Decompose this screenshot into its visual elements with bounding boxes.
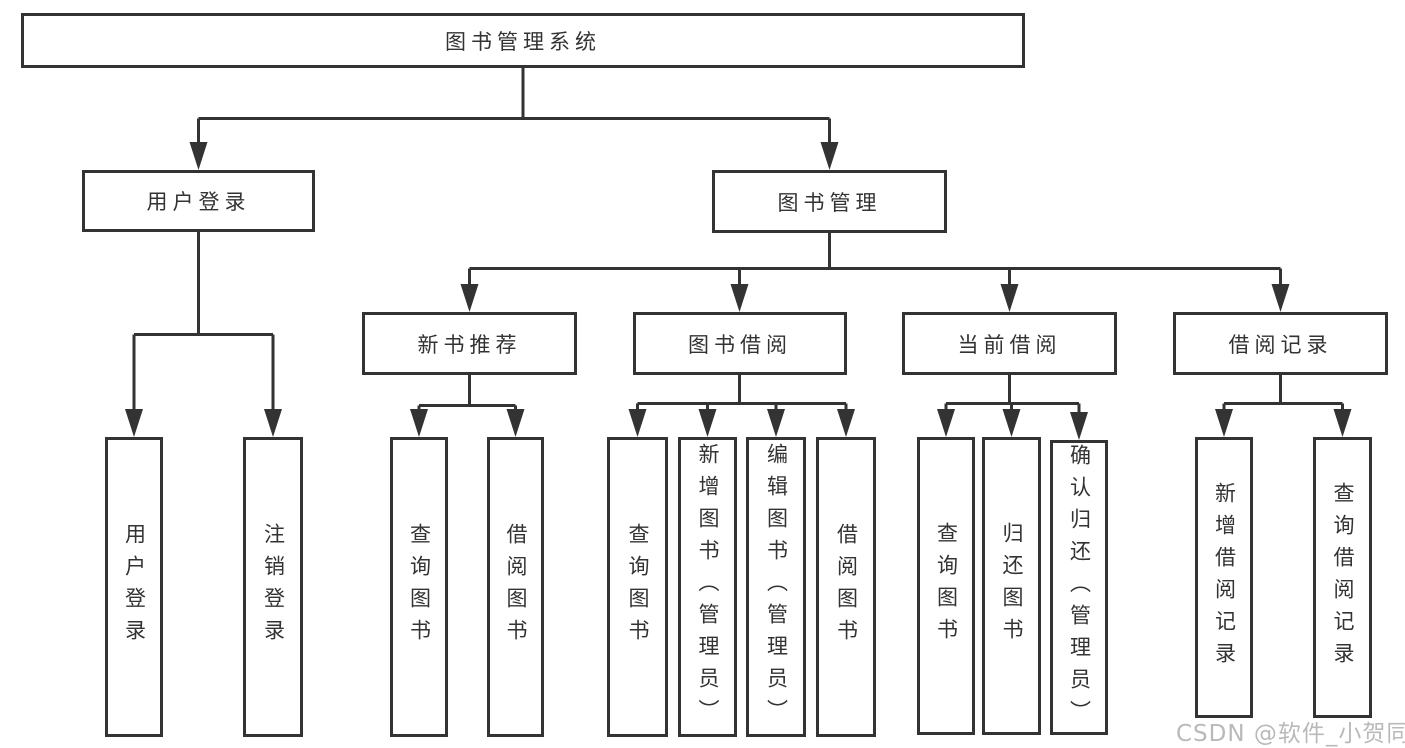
leaf-borrow-edit-admin-label: 编辑图书（管理员） <box>764 443 789 731</box>
leaf-newbook-borrow-label: 借阅图书 <box>504 523 528 651</box>
node-book-management: 图书管理 <box>712 170 947 233</box>
node-book-borrow-label: 图书借阅 <box>688 332 792 357</box>
leaf-current-query-label: 查询图书 <box>934 522 959 650</box>
leaf-record-query-label: 查询借阅记录 <box>1331 481 1355 674</box>
leaf-logout-label: 注销登录 <box>261 523 286 651</box>
leaf-newbook-borrow: 借阅图书 <box>487 437 544 737</box>
arrowheads <box>125 142 1352 440</box>
node-book-borrow: 图书借阅 <box>633 312 847 375</box>
leaf-borrow-add-admin: 新增图书（管理员） <box>678 437 737 737</box>
leaf-borrow-query-label: 查询图书 <box>626 523 650 651</box>
node-new-book-recommend: 新书推荐 <box>362 312 577 375</box>
csdn-watermark: CSDN @软件_小贺同学 <box>1176 721 1405 747</box>
node-current-borrow: 当前借阅 <box>902 312 1117 375</box>
leaf-newbook-query: 查询图书 <box>390 437 448 737</box>
leaf-newbook-query-label: 查询图书 <box>407 523 432 651</box>
edges-userlogin-group <box>132 232 275 413</box>
leaf-current-query: 查询图书 <box>917 437 975 735</box>
edges-borrowrecords-group <box>1222 375 1344 413</box>
edges-root-to-level2 <box>197 68 831 146</box>
leaf-borrow-book-label: 借阅图书 <box>834 523 859 651</box>
leaf-logout: 注销登录 <box>243 437 303 737</box>
edges-newbook-group <box>417 375 517 413</box>
leaf-borrow-book: 借阅图书 <box>816 437 876 737</box>
leaf-current-confirm-admin: 确认归还（管理员） <box>1050 440 1108 735</box>
leaf-borrow-add-admin-label: 新增图书（管理员） <box>696 443 720 731</box>
node-borrow-records: 借阅记录 <box>1173 312 1388 375</box>
node-user-login-label: 用户登录 <box>146 190 251 214</box>
node-user-login: 用户登录 <box>82 170 315 232</box>
leaf-record-add: 新增借阅记录 <box>1195 437 1253 718</box>
leaf-borrow-query: 查询图书 <box>607 437 668 737</box>
node-root: 图书管理系统 <box>21 13 1025 68</box>
node-borrow-records-label: 借阅记录 <box>1228 332 1333 357</box>
leaf-current-return-label: 归还图书 <box>1000 522 1024 650</box>
leaf-borrow-edit-admin: 编辑图书（管理员） <box>746 437 806 737</box>
leaf-record-query: 查询借阅记录 <box>1313 437 1372 718</box>
leaf-user-login-label: 用户登录 <box>122 523 147 651</box>
leaf-user-login: 用户登录 <box>105 437 163 737</box>
leaf-current-return: 归还图书 <box>982 437 1041 735</box>
leaf-current-confirm-admin-label: 确认归还（管理员） <box>1067 443 1092 732</box>
node-new-book-recommend-label: 新书推荐 <box>417 332 522 357</box>
edges-bookmgmt-to-level3 <box>468 233 1282 288</box>
node-root-label: 图书管理系统 <box>445 29 601 54</box>
edges-bookborrow-group <box>636 375 848 413</box>
node-current-borrow-label: 当前借阅 <box>957 332 1062 357</box>
leaf-record-add-label: 新增借阅记录 <box>1212 481 1237 674</box>
node-book-management-label: 图书管理 <box>777 190 882 215</box>
